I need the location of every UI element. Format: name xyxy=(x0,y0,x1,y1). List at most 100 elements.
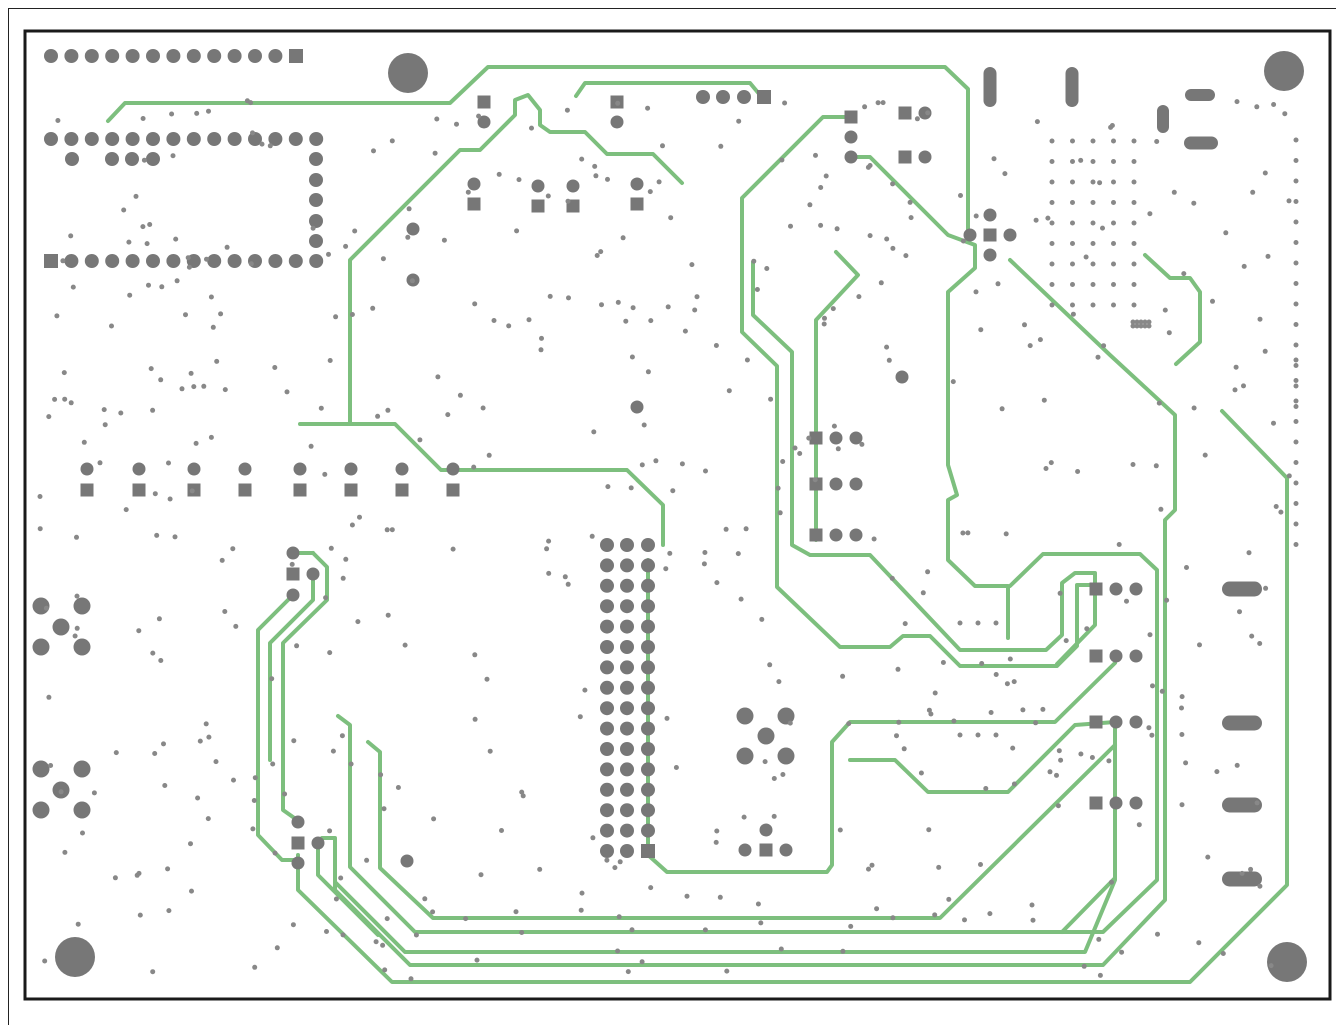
via xyxy=(983,786,989,791)
trace xyxy=(298,422,665,547)
round-pad xyxy=(1129,796,1143,810)
via xyxy=(46,694,52,700)
round-pad xyxy=(64,132,79,146)
via xyxy=(908,215,914,221)
via xyxy=(630,305,636,311)
round-pad xyxy=(309,193,323,207)
via xyxy=(639,462,645,468)
via xyxy=(150,969,156,975)
via xyxy=(395,785,401,790)
via xyxy=(932,690,938,696)
round-pad xyxy=(125,49,140,63)
round-pad xyxy=(32,638,50,656)
via xyxy=(324,929,329,934)
via xyxy=(1045,215,1051,221)
round-pad xyxy=(641,742,655,756)
via xyxy=(1108,124,1114,130)
round-pad xyxy=(166,254,181,268)
via xyxy=(327,828,333,834)
via xyxy=(206,734,212,740)
via xyxy=(1022,322,1027,328)
via xyxy=(889,575,895,581)
via xyxy=(1131,200,1137,205)
via xyxy=(1254,800,1260,806)
via xyxy=(679,461,685,467)
via xyxy=(1293,378,1299,383)
via xyxy=(330,748,336,754)
via xyxy=(194,110,200,116)
via xyxy=(562,574,568,580)
via xyxy=(965,530,971,536)
via xyxy=(812,477,818,483)
via xyxy=(1049,179,1055,185)
via xyxy=(1293,342,1299,348)
via xyxy=(133,193,139,199)
square-pad xyxy=(477,95,491,109)
via xyxy=(1111,282,1116,287)
via xyxy=(370,305,376,311)
via xyxy=(890,245,896,251)
via xyxy=(890,915,896,921)
via xyxy=(1049,302,1055,308)
via xyxy=(318,405,324,411)
via xyxy=(1202,452,1208,458)
round-pad xyxy=(132,462,146,476)
via xyxy=(1134,323,1140,329)
round-pad xyxy=(600,721,614,736)
via xyxy=(1047,769,1053,775)
square-pad xyxy=(1089,582,1103,596)
via xyxy=(741,814,747,820)
via xyxy=(1049,220,1055,226)
via xyxy=(472,716,478,722)
round-pad xyxy=(620,599,634,614)
via xyxy=(1111,159,1116,164)
via xyxy=(1286,473,1292,479)
round-pad xyxy=(777,707,795,725)
via xyxy=(848,923,854,929)
via xyxy=(1078,751,1084,757)
via xyxy=(620,235,626,241)
via xyxy=(641,422,647,428)
via xyxy=(327,650,333,656)
via xyxy=(81,439,87,445)
via xyxy=(818,185,824,190)
via xyxy=(902,621,908,627)
via xyxy=(995,281,1001,287)
via xyxy=(1090,200,1096,205)
via xyxy=(1234,99,1240,105)
via xyxy=(454,121,459,127)
via xyxy=(1150,683,1155,689)
round-pad xyxy=(125,132,140,146)
via xyxy=(1164,597,1170,603)
round-pad xyxy=(268,132,283,146)
via xyxy=(179,386,185,392)
via xyxy=(582,687,588,693)
via xyxy=(343,243,349,249)
via xyxy=(1191,405,1197,411)
via xyxy=(743,526,749,532)
via xyxy=(230,546,236,552)
via xyxy=(1293,480,1299,486)
via xyxy=(188,841,193,847)
via xyxy=(1011,781,1017,787)
via xyxy=(771,813,777,819)
via xyxy=(1293,260,1299,266)
via xyxy=(1147,211,1153,217)
via xyxy=(380,256,386,262)
via xyxy=(326,251,331,257)
via xyxy=(991,156,997,162)
trace xyxy=(316,841,380,937)
via xyxy=(775,485,781,491)
via xyxy=(1090,179,1096,185)
square-pad xyxy=(809,477,823,491)
round-pad xyxy=(291,815,305,829)
via xyxy=(52,396,58,402)
via xyxy=(1146,323,1152,329)
via xyxy=(1271,102,1277,107)
round-pad xyxy=(600,640,614,654)
round-pad xyxy=(146,49,160,63)
via xyxy=(1196,940,1202,946)
via xyxy=(382,967,388,973)
via xyxy=(195,795,201,801)
round-pad xyxy=(125,254,140,268)
